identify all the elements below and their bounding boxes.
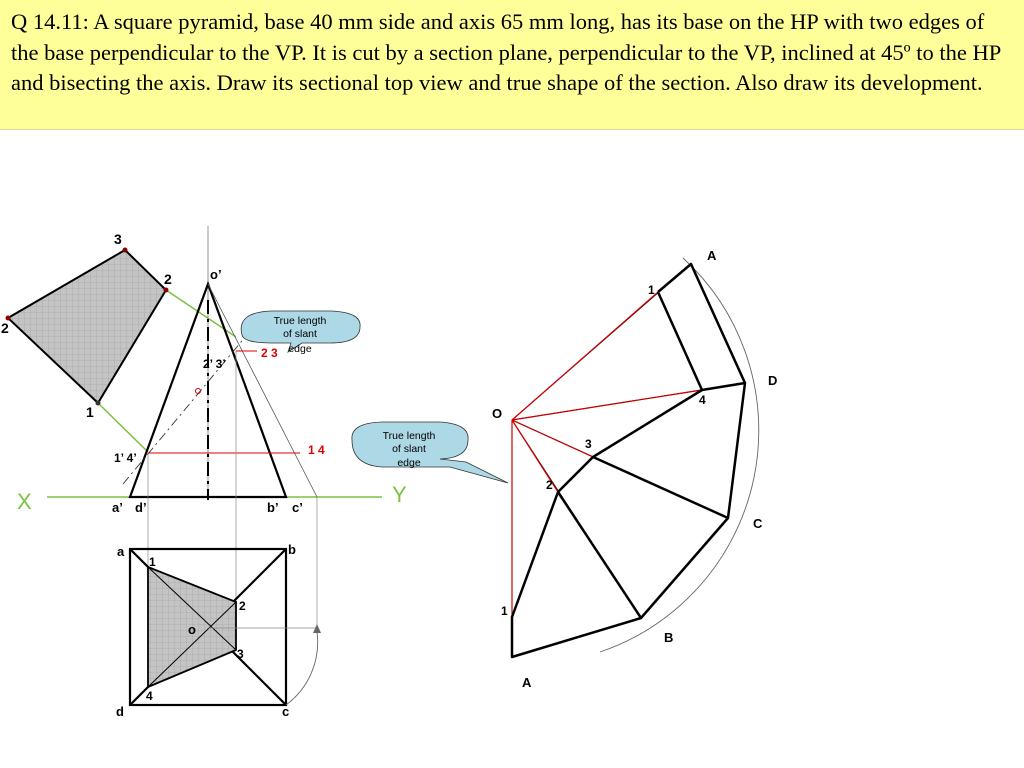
label-o: o: [188, 622, 196, 637]
section-point-dot: [95, 400, 101, 406]
y-label: Y: [392, 482, 407, 507]
fold-line-B: [556, 491, 643, 619]
callout-line: True length: [383, 430, 436, 442]
development: O A D C B A 1 4 3 2 1: [492, 248, 777, 690]
label-c-prime: c’: [292, 500, 303, 515]
label-2-3-prime: 2’ 3’: [203, 357, 226, 371]
label-3: 3: [237, 647, 244, 661]
tl-line-4: [511, 389, 703, 421]
diagonal-overlay: [147, 566, 237, 651]
section-point-dot: [122, 247, 128, 253]
label-3: 3: [114, 231, 122, 247]
label-A-bottom: A: [522, 675, 532, 690]
label-4: 4: [146, 689, 153, 703]
section-point-dot: [163, 287, 169, 293]
front-view: X Y o’ 2’ 3’ 2 3 1’ 4’ 1 4 a’ d’ b’ c’: [17, 226, 407, 632]
development-arc: [599, 257, 760, 653]
label-2: 2: [239, 599, 246, 613]
label-o-prime: o’: [210, 267, 222, 282]
label-b: b: [288, 542, 296, 557]
callout-true-length-2: True length of slant edge: [351, 421, 509, 484]
label-a: a: [117, 544, 125, 559]
fold-line-D: [701, 381, 746, 392]
development-outline: [510, 262, 747, 659]
label-1-top: 1: [648, 283, 655, 297]
label-tl-2-3: 2 3: [261, 346, 278, 360]
fold-line-C: [592, 455, 729, 520]
section-point-dot: [5, 315, 11, 321]
label-1-4-prime: 1’ 4’: [114, 451, 137, 465]
callout-line: edge: [288, 343, 312, 355]
top-view-square: [128, 547, 288, 707]
label-O: O: [492, 406, 502, 421]
callout-line: edge: [397, 457, 421, 469]
question-text: Q 14.11: A square pyramid, base 40 mm si…: [0, 0, 1024, 130]
label-C: C: [753, 516, 763, 531]
tl-line-1: [511, 291, 659, 421]
label-1-bottom: 1: [501, 604, 508, 618]
label-2: 2: [546, 478, 553, 492]
callout-line: True length: [274, 315, 327, 327]
true-length-line: [207, 283, 318, 498]
section-plane-line: [122, 335, 247, 485]
label-tl-1-4: 1 4: [308, 443, 325, 457]
label-1: 1: [86, 404, 94, 420]
diagonal-overlay: [147, 601, 237, 688]
arrow-head: [313, 624, 321, 633]
axis-midpoint-dot: [195, 388, 201, 394]
callout-true-length-1: True length of slant edge: [240, 310, 361, 355]
construction-arc: [285, 631, 319, 706]
projector-line: [97, 402, 149, 453]
label-A-top: A: [707, 248, 717, 263]
label-B: B: [664, 630, 673, 645]
top-view: a b c d o 1 2 3 4: [116, 542, 321, 719]
label-a-prime: a’: [112, 500, 123, 515]
label-4: 4: [699, 393, 706, 407]
tl-line-2: [511, 419, 559, 493]
label-D: D: [768, 373, 777, 388]
label-2b: 2: [1, 320, 9, 336]
label-c: c: [282, 704, 289, 719]
true-shape-of-section: 3 2 2 1: [1, 231, 237, 453]
label-2: 2: [164, 271, 172, 287]
callout-line: of slant: [283, 328, 317, 340]
x-label: X: [17, 489, 32, 514]
tl-line-3: [511, 419, 594, 458]
label-d-prime: d’: [135, 500, 147, 515]
true-shape-polygon: [6, 248, 168, 405]
pyramid-front-outline: [128, 280, 288, 499]
label-3: 3: [585, 437, 592, 451]
label-d: d: [116, 704, 124, 719]
label-1: 1: [149, 555, 156, 569]
callout-line: of slant: [392, 443, 426, 455]
label-b-prime: b’: [267, 500, 279, 515]
